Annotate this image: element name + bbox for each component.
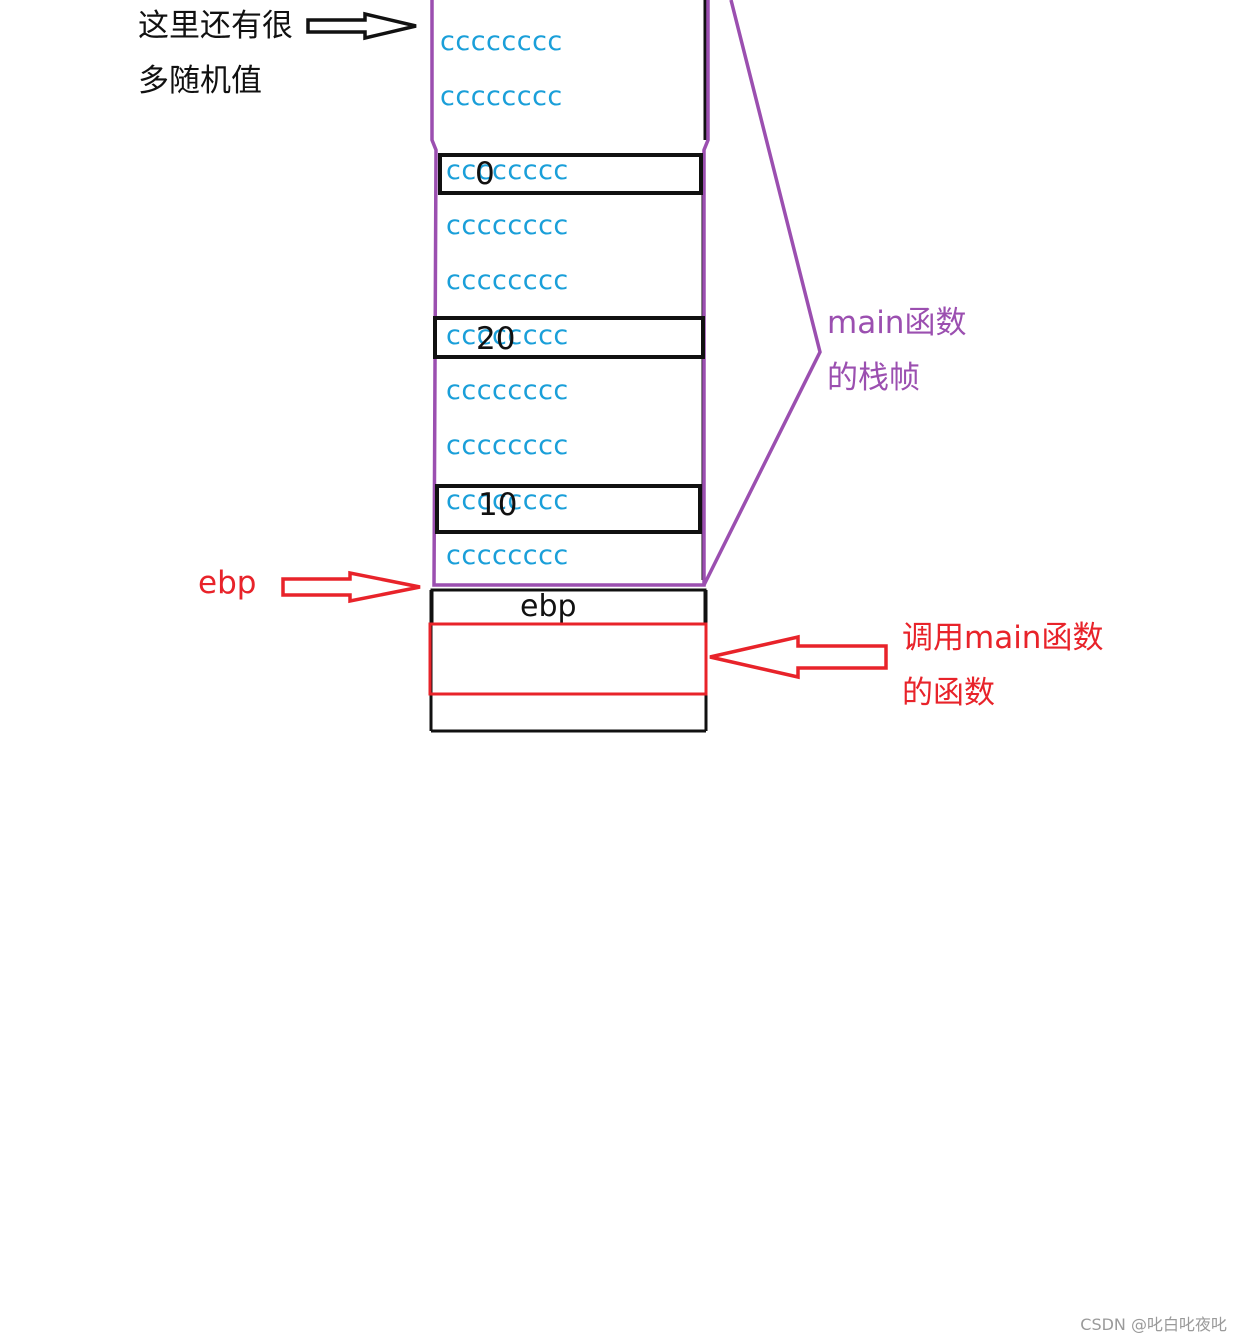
frame-label-line1: main函数	[827, 305, 967, 341]
caller-frame-box	[428, 622, 708, 696]
stack-cell-fill: cccccccc	[446, 375, 569, 406]
stack-cell-fill: cccccccc	[446, 320, 569, 351]
frame-bracket	[702, 0, 822, 586]
stack-value-20: 20	[476, 321, 516, 357]
stack-cell-fill: cccccccc	[440, 26, 563, 57]
stack-cell-fill: cccccccc	[446, 540, 569, 571]
top-note-line2: 多随机值	[138, 63, 262, 99]
ebp-arrow	[281, 570, 421, 604]
frame-label-line2: 的栈帧	[827, 360, 920, 396]
caller-arrow	[709, 634, 888, 680]
ebp-pointer-label: ebp	[198, 565, 257, 601]
watermark: CSDN @叱白叱夜叱	[1080, 1315, 1227, 1334]
top-note-arrow	[306, 11, 417, 41]
value-box-20	[433, 316, 705, 359]
value-box-10	[435, 484, 702, 534]
stack-cell-fill: cccccccc	[446, 155, 569, 186]
stack-cell-fill: cccccccc	[446, 430, 569, 461]
caller-label-line1: 调用main函数	[902, 620, 1104, 656]
stack-cell-fill: cccccccc	[440, 81, 563, 112]
ebp-cell-label: ebp	[520, 589, 577, 624]
value-box-0	[438, 153, 703, 195]
caller-label-line2: 的函数	[902, 675, 995, 711]
stack-cell-fill: cccccccc	[446, 210, 569, 241]
stack-cell-fill: cccccccc	[446, 265, 569, 296]
stack-value-0: 0	[475, 156, 495, 192]
main-frame-outline	[430, 0, 710, 587]
top-note-line1: 这里还有很	[138, 8, 293, 44]
stack-value-10: 10	[478, 487, 518, 523]
stack-cell-fill: cccccccc	[446, 485, 569, 516]
